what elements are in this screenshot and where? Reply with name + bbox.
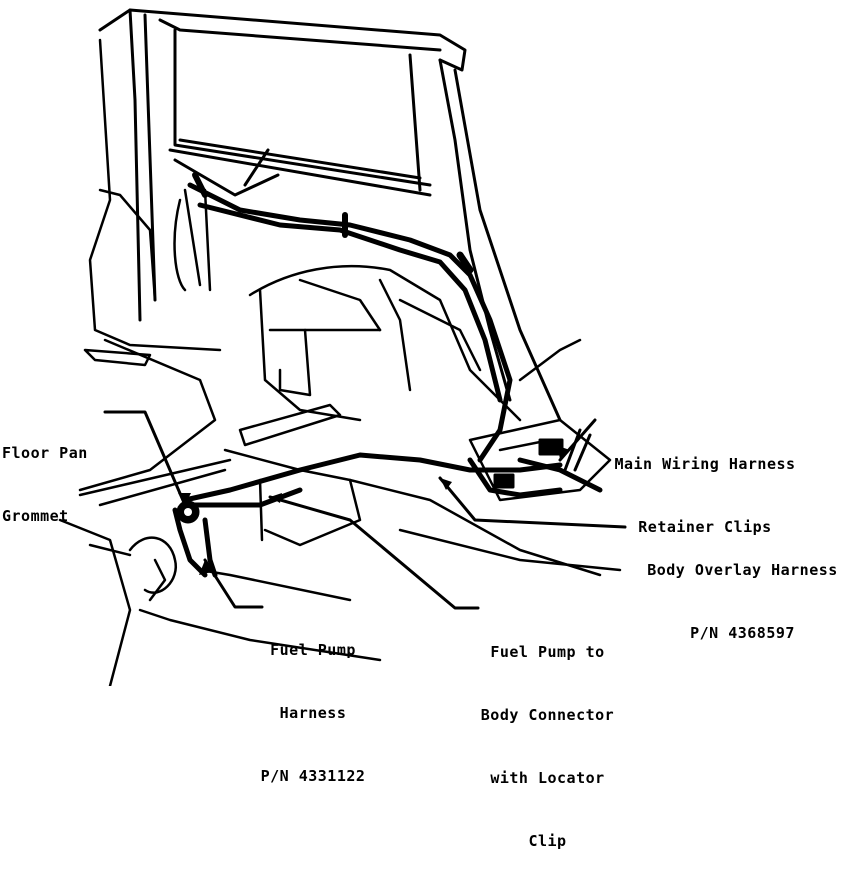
label-line: P/N 4331122 xyxy=(260,767,366,785)
label-line: with Locator xyxy=(490,769,605,787)
diagram-canvas: Floor Pan Grommet Main Wiring Harness Re… xyxy=(2,8,855,850)
callout-floor-pan-grommet: Floor Pan Grommet xyxy=(2,401,88,569)
leader-lines xyxy=(103,410,627,610)
leader-fuel-pump-connector xyxy=(268,495,480,610)
label-line: Fuel Pump to xyxy=(490,643,605,661)
label-line: P/N 4368597 xyxy=(690,624,795,642)
callout-fuel-pump-connector: Fuel Pump to Body Connector with Locator… xyxy=(465,600,630,894)
label-line: Fuel Pump xyxy=(270,641,356,659)
label-line: Clip xyxy=(528,832,567,850)
leader-arrowheads xyxy=(178,446,570,575)
callout-fuel-pump-harness: Fuel Pump Harness P/N 4331122 xyxy=(238,598,388,829)
harness-routing xyxy=(172,182,603,578)
vehicle-interior-line-drawing xyxy=(58,8,627,686)
label-line: Floor Pan xyxy=(2,444,88,462)
label-line: Grommet xyxy=(2,507,69,525)
label-line: Body Overlay Harness xyxy=(647,561,838,579)
leader-fuel-pump-harness xyxy=(203,558,264,609)
label-line: Body Connector xyxy=(480,706,615,724)
leader-body-overlay-harness xyxy=(438,476,627,529)
clips-and-grommet xyxy=(176,172,592,524)
body-structure xyxy=(58,38,622,686)
callout-body-overlay-harness: Body Overlay Harness P/N 4368597 xyxy=(630,518,855,686)
callout-main-wiring-harness: Main Wiring Harness Retainer Clips xyxy=(600,412,810,580)
label-line: Retainer Clips xyxy=(638,518,772,536)
leader-floor-pan-grommet xyxy=(103,410,187,507)
window-frame xyxy=(98,8,562,422)
label-line: Main Wiring Harness xyxy=(614,455,796,473)
label-line: Harness xyxy=(279,704,347,722)
